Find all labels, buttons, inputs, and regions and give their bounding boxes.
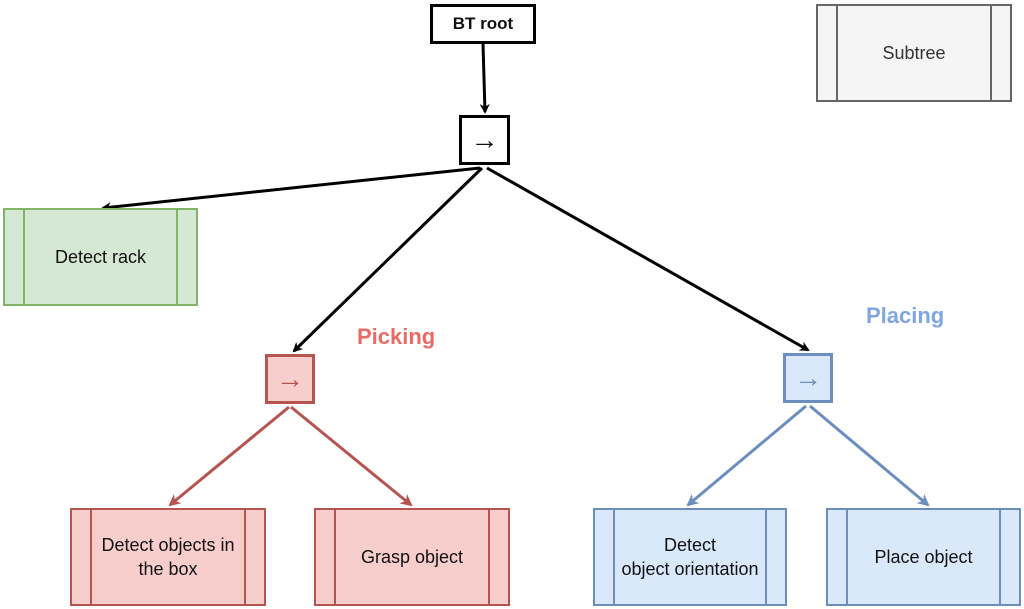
edge-sequence-to-picking bbox=[292, 166, 484, 353]
edge-root-to-sequence bbox=[479, 43, 490, 114]
bt-root-label: BT root bbox=[452, 13, 514, 33]
sequence-node-main: → bbox=[459, 115, 510, 165]
sequence-arrow-icon: → bbox=[470, 124, 499, 156]
detect-objects-label: Detect objects in the box bbox=[101, 534, 235, 579]
place-object-label: Place object bbox=[874, 546, 973, 567]
edge-picking-to-grasp bbox=[290, 405, 413, 507]
edge-placing-to-place-object bbox=[809, 404, 930, 507]
sequence-node-picking: → bbox=[265, 354, 315, 404]
edge-sequence-to-detect-rack bbox=[101, 166, 481, 213]
edge-placing-to-detect-orientation bbox=[686, 404, 807, 507]
legend-subtree-label: Subtree bbox=[882, 42, 946, 63]
subtree-detect-objects: Detect objects in the box bbox=[70, 508, 266, 606]
placing-group-label: Placing bbox=[866, 303, 945, 328]
grasp-object-label: Grasp object bbox=[360, 546, 464, 567]
detect-rack-label: Detect rack bbox=[54, 246, 147, 267]
subtree-detect-rack: Detect rack bbox=[3, 208, 198, 306]
legend-subtree: Subtree bbox=[816, 4, 1012, 102]
sequence-arrow-icon: → bbox=[794, 362, 822, 394]
detect-orientation-label: Detect object orientation bbox=[621, 534, 759, 579]
subtree-place-object: Place object bbox=[826, 508, 1021, 606]
subtree-detect-orientation: Detect object orientation bbox=[593, 508, 787, 606]
subtree-grasp-object: Grasp object bbox=[314, 508, 510, 606]
edge-picking-to-detect-objects bbox=[168, 405, 290, 507]
sequence-node-placing: → bbox=[783, 353, 833, 403]
picking-group-label: Picking bbox=[357, 324, 436, 349]
bt-root-node: BT root bbox=[430, 4, 536, 44]
sequence-arrow-icon: → bbox=[276, 363, 304, 395]
edge-sequence-to-placing bbox=[486, 166, 810, 352]
